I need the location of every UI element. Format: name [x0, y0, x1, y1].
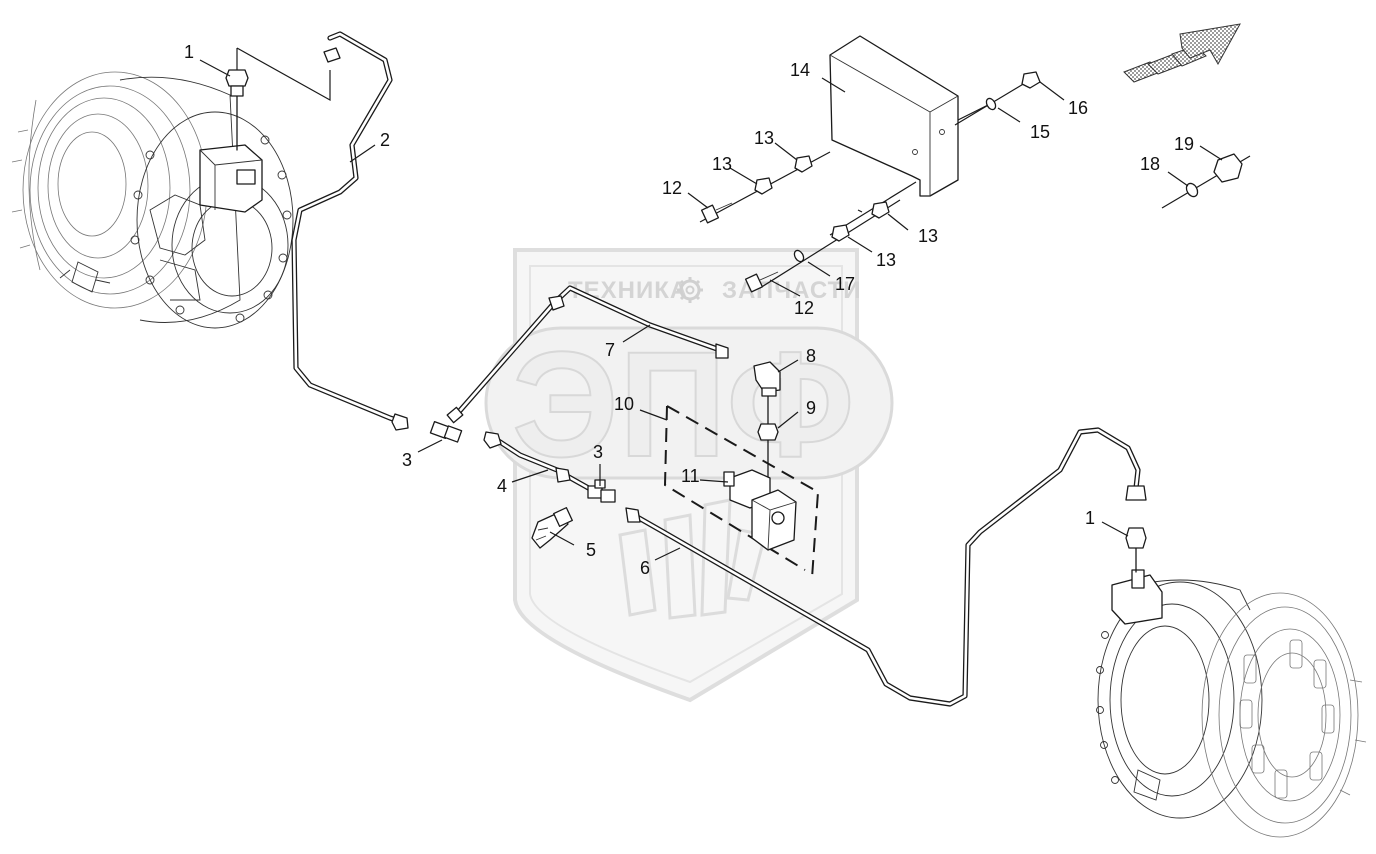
label-19: 19	[1174, 134, 1194, 154]
label-13-c: 13	[918, 226, 938, 246]
label-14: 14	[790, 60, 810, 80]
label-3-right: 3	[593, 442, 603, 462]
label-16: 16	[1068, 98, 1088, 118]
nut-16	[1021, 71, 1041, 89]
pressure-switch-5	[531, 507, 573, 549]
fasteners	[699, 71, 1251, 293]
washer-17	[793, 249, 805, 263]
label-11: 11	[681, 466, 700, 486]
left-wheel-hub	[11, 71, 294, 329]
tee-fitting-3-left	[429, 406, 464, 443]
label-5: 5	[586, 540, 596, 560]
label-18: 18	[1140, 154, 1160, 174]
label-9: 9	[806, 398, 816, 418]
label-1-left: 1	[184, 42, 194, 62]
label-4: 4	[497, 476, 507, 496]
label-8: 8	[806, 346, 816, 366]
label-15: 15	[1030, 122, 1050, 142]
label-12-bottom: 12	[794, 298, 814, 318]
watermark-text-right: ЗАПЧАСТИ	[722, 277, 862, 304]
brake-pipes	[236, 31, 1141, 707]
label-13-b: 13	[754, 128, 774, 148]
label-12-top: 12	[662, 178, 682, 198]
watermark-logo-text: ЭПФ	[512, 320, 855, 488]
washer-15	[985, 97, 997, 111]
label-17: 17	[835, 274, 855, 294]
bracket-14	[829, 35, 991, 236]
label-3-left: 3	[402, 450, 412, 470]
fittings	[225, 47, 1147, 549]
label-10: 10	[614, 394, 634, 414]
leader-lines	[199, 47, 1223, 561]
label-6: 6	[640, 558, 650, 578]
label-13-a: 13	[712, 154, 732, 174]
fitting-1-left	[225, 69, 249, 97]
gear-icon	[677, 277, 703, 303]
nut-13-c	[871, 201, 890, 219]
forward-direction-arrow-icon	[1123, 23, 1241, 83]
label-7: 7	[605, 340, 615, 360]
washer-18	[1185, 182, 1199, 198]
callout-labels: 1 2 3 3 4 5 6 7 8 9 10 11 12 12 13 13 13…	[184, 42, 1194, 578]
fitting-9	[757, 423, 779, 441]
label-13-d: 13	[876, 250, 896, 270]
nut-13-d	[831, 224, 850, 242]
watermark-text-left: ТЕХНИКА	[568, 277, 688, 304]
fitting-1-right	[1125, 485, 1147, 549]
nut-19	[1213, 153, 1243, 183]
nut-13-b	[754, 177, 773, 195]
bolt-12-bottom	[744, 271, 779, 293]
watermark: ТЕХНИКА ЗАПЧАСТИ ЭПФ	[484, 248, 894, 703]
solenoid-valve-assembly	[663, 405, 820, 579]
label-2: 2	[380, 130, 390, 150]
nut-13-a	[794, 155, 813, 173]
solenoid-valve-11	[723, 469, 797, 551]
right-wheel-hub	[1096, 569, 1367, 838]
label-1-right: 1	[1085, 508, 1095, 528]
elbow-fitting-8	[753, 361, 781, 397]
